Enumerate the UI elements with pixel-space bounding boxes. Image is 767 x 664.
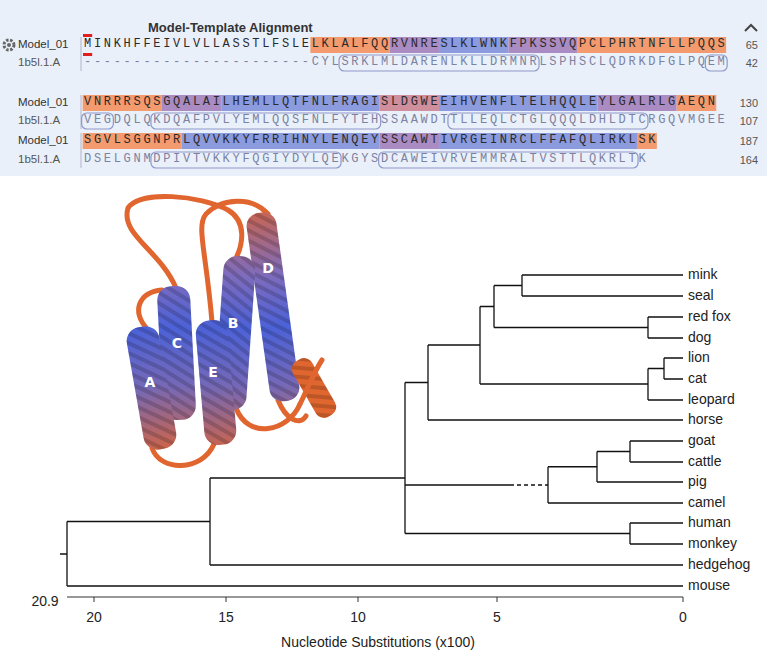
helix-letter: D	[262, 260, 274, 276]
species-label: mouse	[688, 577, 730, 593]
species-label: goat	[688, 432, 715, 448]
helix-letter: E	[208, 364, 218, 380]
species-label: lion	[688, 349, 710, 365]
species-label: cat	[688, 370, 707, 386]
model-sequence: MINKHFFEIVLVLLASSTLFSLELKLALFQQRVNRESLKL…	[84, 38, 728, 52]
template-name: 1b5l.1.A	[18, 153, 60, 166]
helix-letter: C	[172, 335, 182, 351]
axis-tick: 15	[218, 609, 234, 625]
collapse-chevron	[745, 25, 757, 31]
scale-value: 20.9	[31, 593, 58, 609]
template-sequence: -----------------------CYLSRKLMLDARENLKL…	[84, 56, 728, 70]
row-separator	[80, 37, 82, 168]
species-label: leopard	[688, 391, 735, 407]
template-name: 1b5l.1.A	[18, 56, 60, 69]
axis-tick: 20	[86, 609, 102, 625]
model-name: Model_01	[18, 96, 69, 109]
species-label: human	[688, 514, 731, 530]
sequence-highlights	[82, 34, 728, 168]
residue-count: 187	[740, 135, 758, 148]
model-sequence: VNRRRSQSGQALAILHEMLLQTFNLFRAGISLDGWEEIHV…	[84, 96, 718, 110]
model-name: Model_01	[18, 134, 69, 147]
phylogenetic-tree	[60, 275, 683, 586]
template-sequence: DSELGNMDPIVTVKKYFQGIYDYLQEKGYSDCAWEIVRVE…	[84, 153, 648, 167]
species-label: horse	[688, 411, 723, 427]
residue-count: 107	[740, 115, 758, 128]
helix-letter: A	[145, 374, 156, 390]
panel-title: Model-Template Alignment	[148, 21, 313, 36]
axis-title: Nucleotide Substitutions (x100)	[281, 634, 475, 650]
template-name: 1b5l.1.A	[18, 114, 60, 127]
species-label: monkey	[688, 535, 737, 551]
species-label: camel	[688, 494, 725, 510]
gear-icon	[4, 40, 14, 50]
residue-count: 164	[740, 154, 758, 167]
axis-tick: 10	[350, 609, 366, 625]
template-sequence: VEGDQLQKDQAFPVLYEMLQQSFNLFYTEHSSAAWDTTLL…	[84, 114, 728, 128]
species-label: mink	[688, 266, 718, 282]
species-label: hedgehog	[688, 556, 750, 572]
species-label: cattle	[688, 453, 721, 469]
species-label: red fox	[688, 308, 731, 324]
helix-letter: B	[228, 315, 239, 331]
species-label: dog	[688, 329, 711, 345]
start-marker	[83, 34, 92, 37]
species-label: pig	[688, 473, 707, 489]
model-name: Model_01	[18, 38, 69, 51]
alignment-panel	[0, 0, 767, 176]
model-sequence: SGVLSGGNPRLQVVKKYFRRIHNYLENQEYSSCAWTIVRG…	[84, 134, 658, 148]
residue-count: 42	[746, 57, 758, 70]
axis-tick: 0	[679, 609, 687, 625]
residue-count: 130	[740, 97, 758, 110]
axis	[67, 597, 683, 602]
protein-structure	[124, 196, 339, 465]
species-label: seal	[688, 287, 714, 303]
axis-tick: 5	[493, 609, 501, 625]
residue-count: 65	[746, 39, 758, 52]
